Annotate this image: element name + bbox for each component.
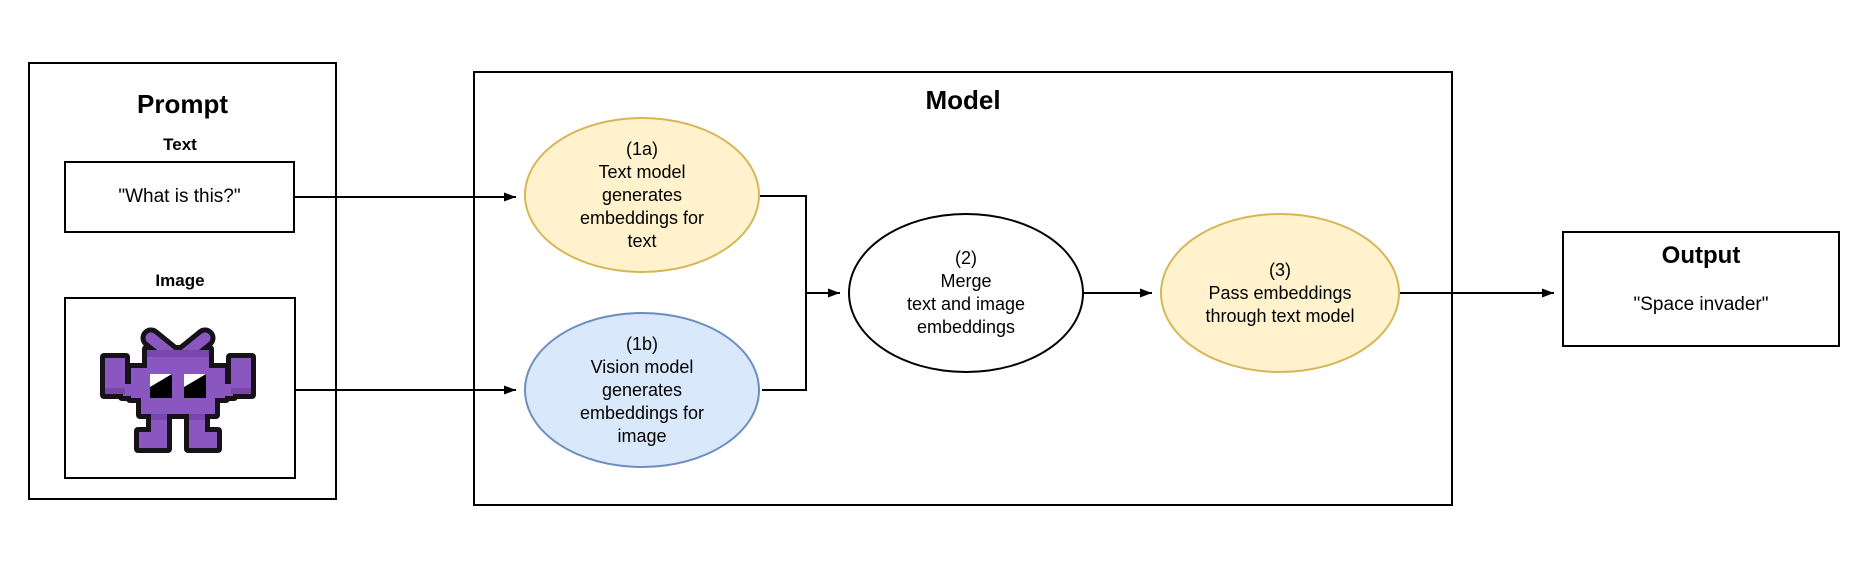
output-box <box>1562 231 1840 347</box>
model-title: Model <box>925 85 1001 115</box>
image-frame <box>64 297 296 479</box>
image-label: Image <box>155 271 205 290</box>
prompt-title: Prompt <box>137 89 228 119</box>
output-value: "Space invader" <box>1633 294 1769 315</box>
text-value-box: "What is this?" <box>64 161 295 233</box>
node-1b-vision-embeddings: (1b) Vision model generates embeddings f… <box>524 312 760 468</box>
output-title: Output <box>1661 242 1741 269</box>
node-3-pass-through-text-model: (3) Pass embeddings through text model <box>1160 213 1400 373</box>
node-1a-text-embeddings: (1a) Text model generates embeddings for… <box>524 117 760 273</box>
text-value: "What is this?" <box>118 186 241 207</box>
node-2-merge-embeddings: (2) Merge text and image embeddings <box>848 213 1084 373</box>
text-label: Text <box>163 135 197 154</box>
